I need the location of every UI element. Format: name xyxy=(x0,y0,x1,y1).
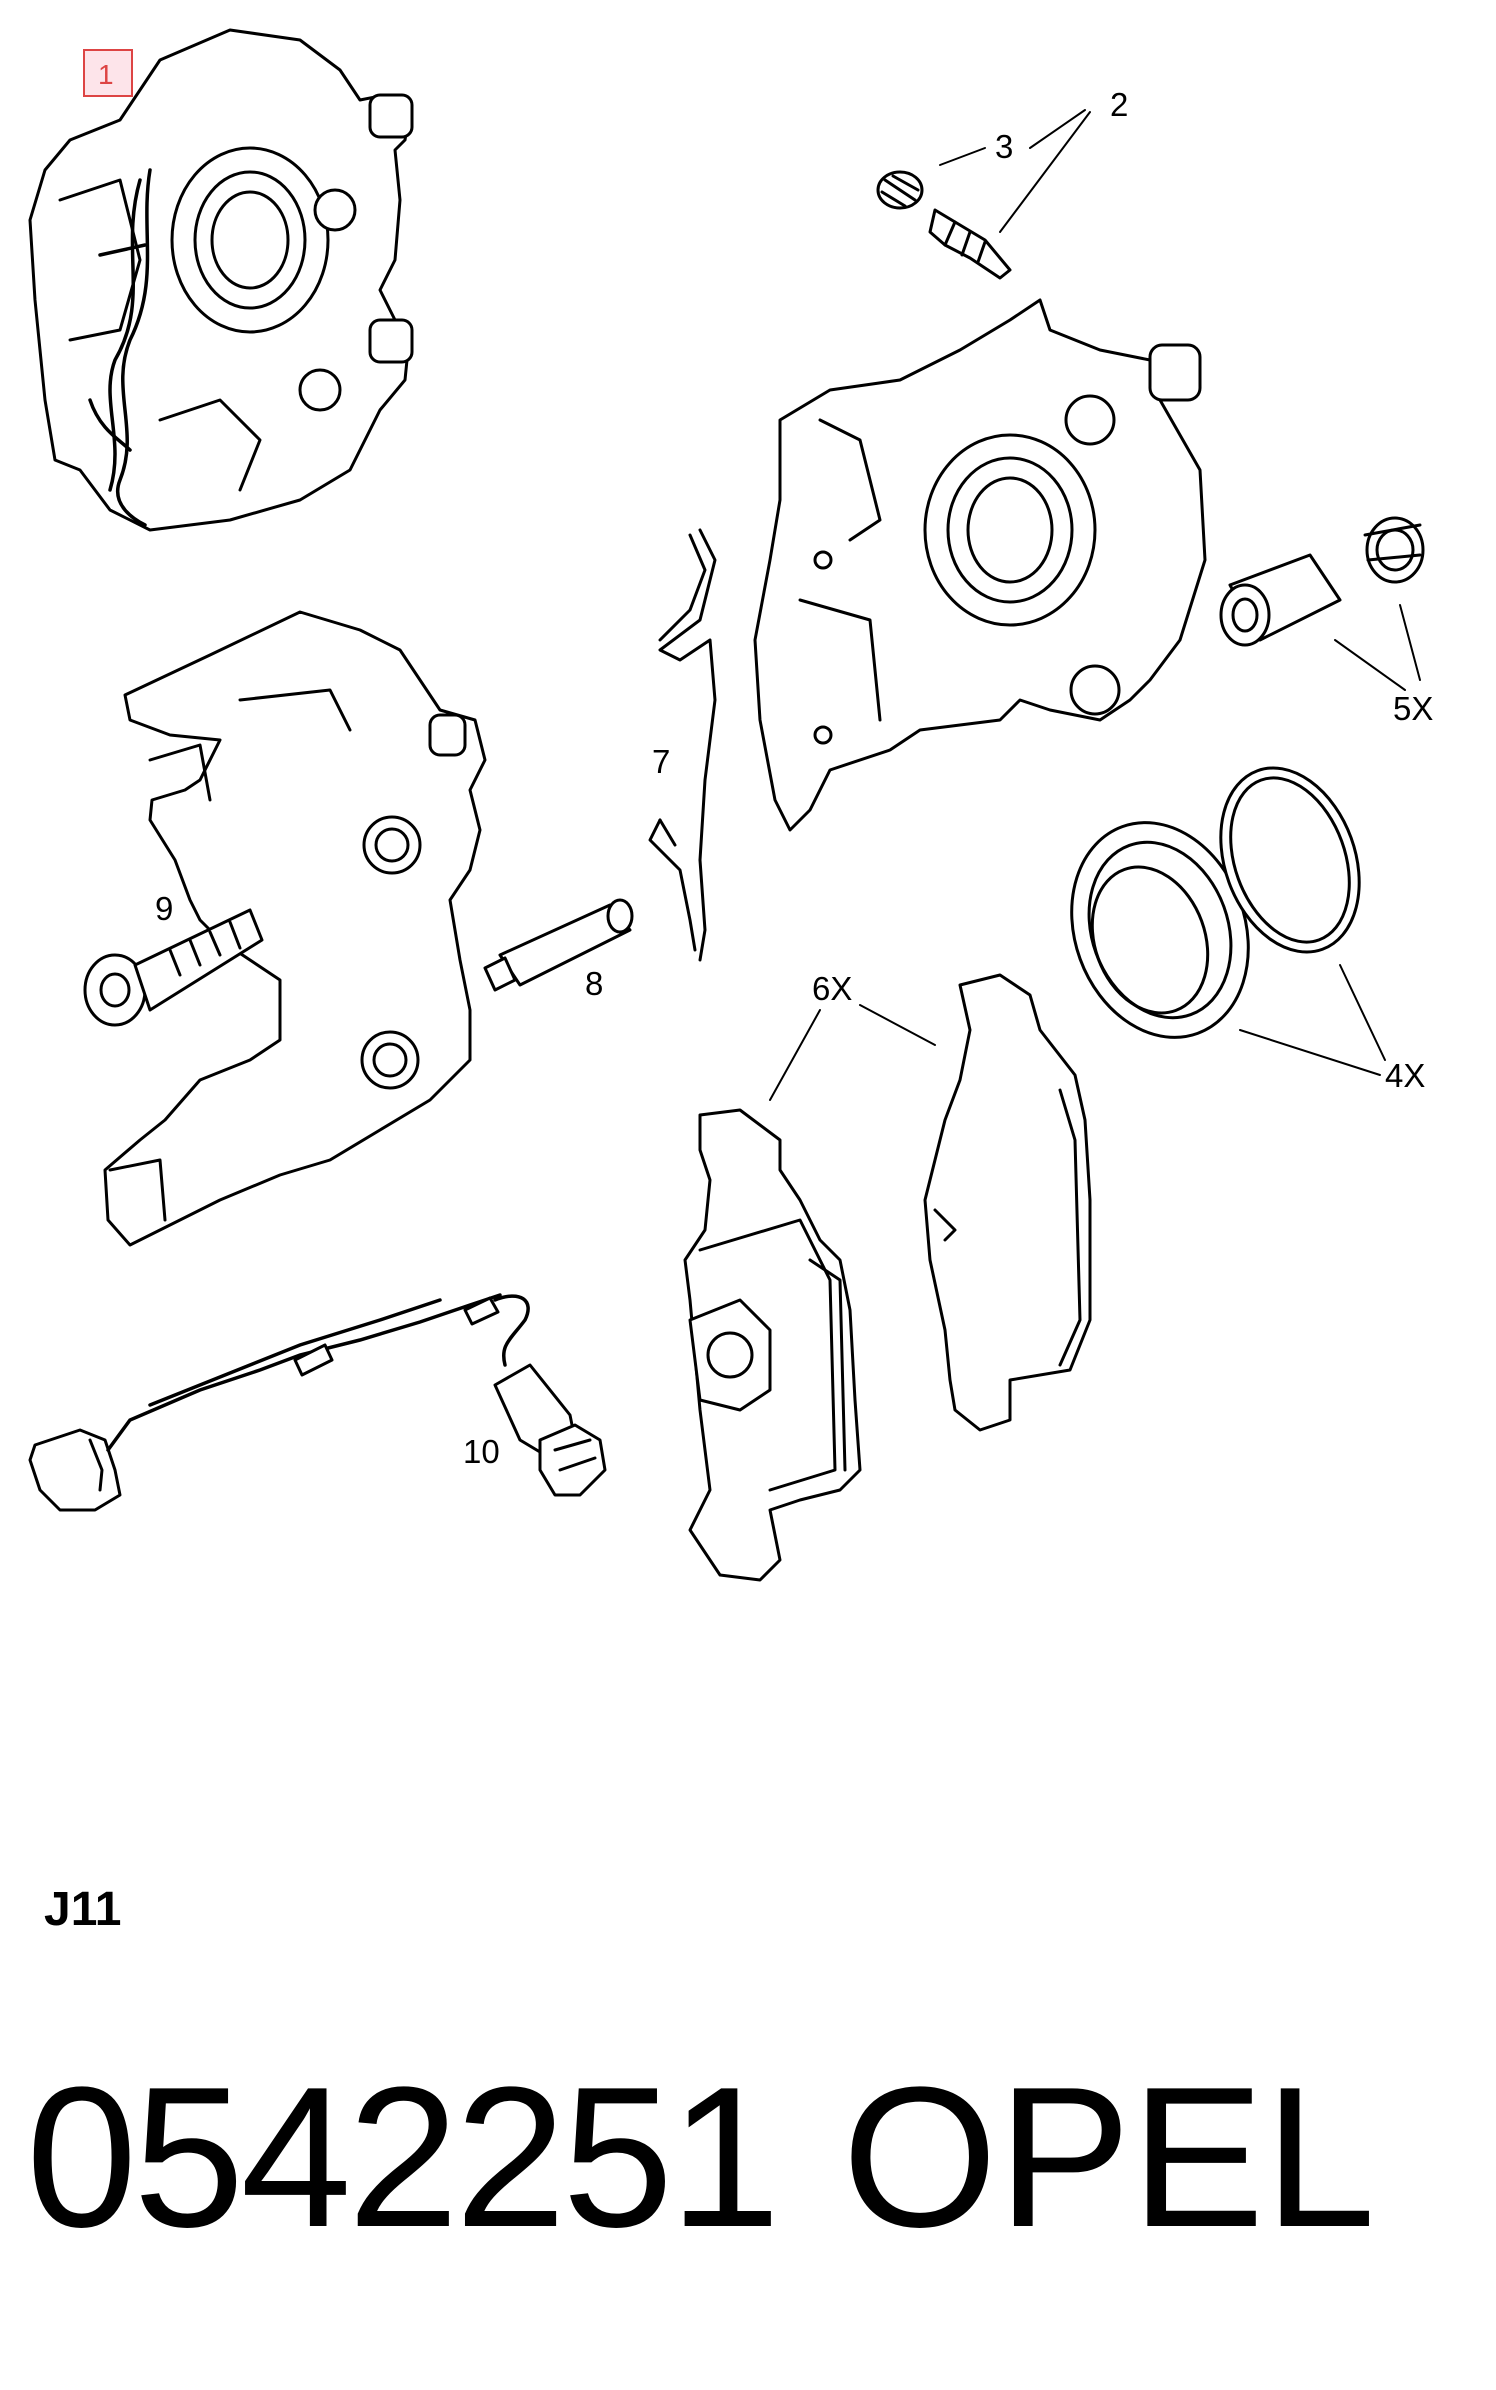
callout-5X: 5X xyxy=(1393,690,1433,727)
inner-brake-pad-part-6X[interactable] xyxy=(683,1108,862,1582)
caliper-assembly-part-1[interactable] xyxy=(28,28,414,532)
callout-9: 9 xyxy=(155,890,173,927)
leader-3 xyxy=(939,147,986,166)
caliper-housing[interactable] xyxy=(753,298,1207,832)
caliper-carrier-bracket[interactable] xyxy=(103,610,487,1247)
piston-seal-part-4X[interactable] xyxy=(1043,748,1384,1062)
guide-pin-part-8[interactable] xyxy=(483,898,634,992)
callout-7: 7 xyxy=(652,743,670,780)
part-number: 0542251 xyxy=(26,2046,781,2269)
highlight-box-part-1[interactable] xyxy=(83,49,133,97)
wear-sensor-part-10[interactable] xyxy=(28,1293,607,1512)
callout-1: 1 xyxy=(98,59,114,90)
bleeder-cap-part-3[interactable] xyxy=(876,170,924,210)
leader-5X xyxy=(1334,604,1421,691)
leader-2 xyxy=(999,109,1091,233)
leader-6X xyxy=(769,1004,936,1101)
callout-10: 10 xyxy=(463,1433,500,1470)
brake-caliper-exploded-diagram: 1 3 2 5X 7 xyxy=(28,28,1433,1582)
callout-6X: 6X xyxy=(812,970,852,1007)
outer-brake-pad-part-6X[interactable] xyxy=(923,973,1092,1432)
section-code: J11 xyxy=(44,1883,122,1936)
callout-4X: 4X xyxy=(1385,1057,1425,1094)
callout-3: 3 xyxy=(995,128,1013,165)
bolt-part-9[interactable] xyxy=(83,908,264,1027)
brand-name: OPEL xyxy=(842,2046,1376,2269)
spring-clip-part-7[interactable] xyxy=(648,528,717,962)
guide-bushing-part-5X[interactable] xyxy=(1219,516,1425,647)
callout-2: 2 xyxy=(1110,86,1128,123)
callout-8: 8 xyxy=(585,965,603,1002)
bleeder-screw-part-2[interactable] xyxy=(928,208,1012,280)
leader-4X xyxy=(1239,964,1386,1076)
